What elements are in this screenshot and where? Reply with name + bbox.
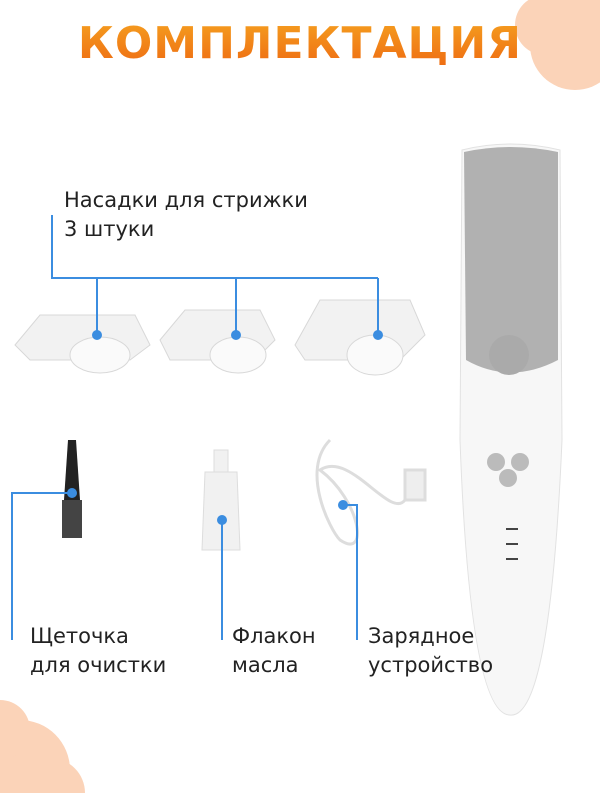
- label-line: устройство: [368, 653, 494, 677]
- label-comb-attachments: Насадки для стрижки 3 штуки: [64, 186, 308, 244]
- label-line: 3 штуки: [64, 217, 155, 241]
- label-line: Флакон: [232, 624, 316, 648]
- hair-clipper-image: [459, 143, 563, 716]
- label-line: Зарядное: [368, 624, 475, 648]
- brush-image: [62, 440, 82, 538]
- label-charger: Зарядное устройство: [368, 622, 493, 680]
- callout-dots: [67, 330, 383, 525]
- label-line: Щеточка: [30, 624, 129, 648]
- label-line: масла: [232, 653, 299, 677]
- charging-cable-image: [315, 438, 427, 546]
- oil-bottle-image: [201, 449, 241, 551]
- page-title: КОМПЛЕКТАЦИЯ: [0, 18, 600, 69]
- decor-blob-top-right: [515, 0, 600, 90]
- label-line: Насадки для стрижки: [64, 188, 308, 212]
- decor-blob-bottom-left: [0, 700, 85, 793]
- label-line: для очистки: [30, 653, 167, 677]
- label-oil-bottle: Флакон масла: [232, 622, 316, 680]
- callout-lines: [11, 215, 379, 640]
- comb-attachments: [14, 299, 426, 376]
- label-brush: Щеточка для очистки: [30, 622, 166, 680]
